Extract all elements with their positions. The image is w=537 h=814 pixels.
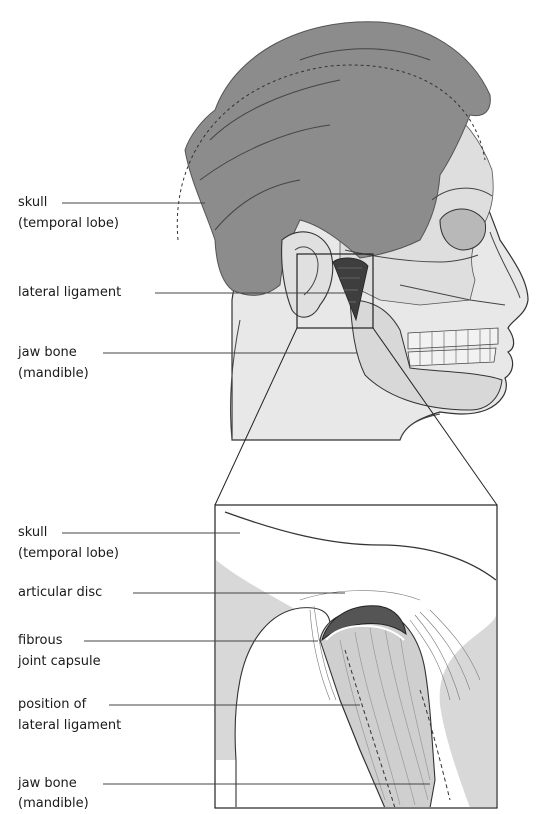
- label-skull-sub: (temporal lobe): [18, 214, 119, 234]
- label-detail-jaw-bone-sub: (mandible): [18, 794, 89, 814]
- label-articular-disc: articular disc: [18, 583, 102, 603]
- label-position-of: position of: [18, 695, 86, 715]
- label-detail-lateral-ligament: lateral ligament: [18, 716, 121, 736]
- label-skull: skull: [18, 193, 47, 213]
- label-jaw-bone: jaw bone: [18, 343, 77, 363]
- head-illustration: [177, 22, 528, 440]
- label-detail-skull: skull: [18, 523, 47, 543]
- label-detail-jaw-bone: jaw bone: [18, 774, 77, 794]
- label-joint-capsule: joint capsule: [18, 652, 101, 672]
- label-detail-skull-sub: (temporal lobe): [18, 544, 119, 564]
- label-fibrous: fibrous: [18, 631, 62, 651]
- label-lateral-ligament: lateral ligament: [18, 283, 121, 303]
- label-jaw-bone-sub: (mandible): [18, 364, 89, 384]
